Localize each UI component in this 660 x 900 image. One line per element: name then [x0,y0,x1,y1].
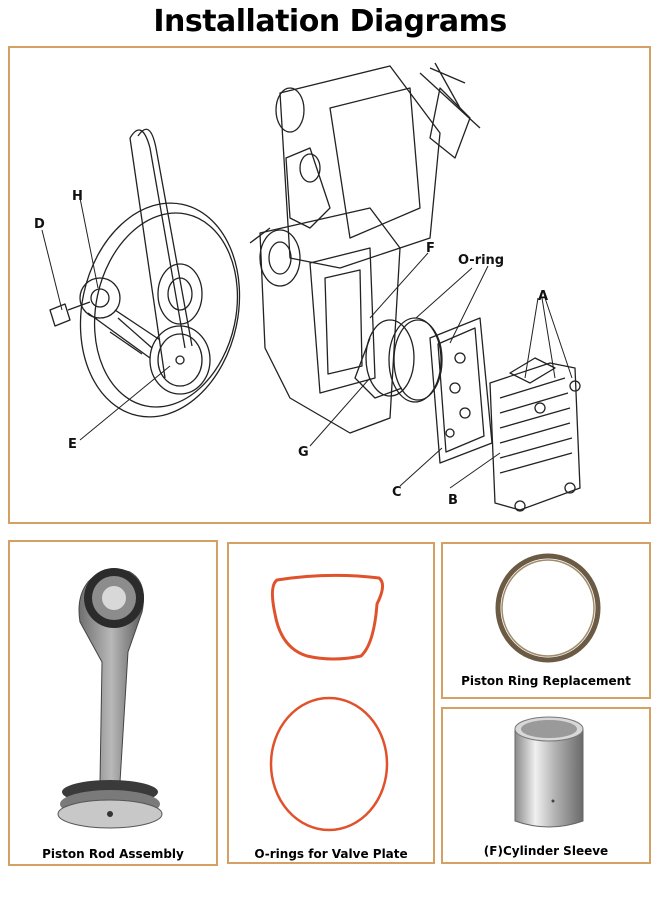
o-rings-caption: O-rings for Valve Plate [254,847,408,861]
pulley-wheel [79,202,241,418]
piston-ring-image [495,553,601,663]
label-e: E [68,437,77,452]
piston-rod-caption: Piston Rod Assembly [42,847,184,861]
piston-ring-caption: Piston Ring Replacement [461,674,631,688]
motor [275,62,481,269]
page-title: Installation Diagrams [153,4,507,39]
o-ring [388,317,443,403]
cylinder-sleeve-panel: (F)Cylinder Sleeve [441,707,651,864]
label-f: F [426,241,435,256]
label-o-ring: O-ring [458,253,504,268]
label-h: H [72,189,83,204]
o-rings-panel: O-rings for Valve Plate [227,542,435,864]
label-c: C [392,485,402,500]
crankcase [249,207,401,434]
label-b: B [448,493,458,508]
piston-rod-image [57,568,163,829]
leader-lines [41,197,573,489]
piston-ring-panel: Piston Ring Replacement [441,542,651,699]
label-g: G [298,445,309,460]
bolt-d [49,301,91,327]
label-a: A [538,289,548,304]
drive-belt [129,128,193,379]
piston-rod [79,277,211,395]
label-d: D [34,217,45,232]
o-rings-image [269,573,389,832]
piston-rod-panel: Piston Rod Assembly [8,540,218,866]
cylinder-head-b [489,357,581,512]
cylinder-sleeve-g [354,319,415,399]
exploded-diagram-panel: D H E F G O-ring A B C [8,46,651,524]
cylinder-sleeve-image [514,716,584,828]
exploded-diagram: D H E F G O-ring A B C [34,62,581,512]
cylinder-sleeve-caption: (F)Cylinder Sleeve [483,844,609,858]
